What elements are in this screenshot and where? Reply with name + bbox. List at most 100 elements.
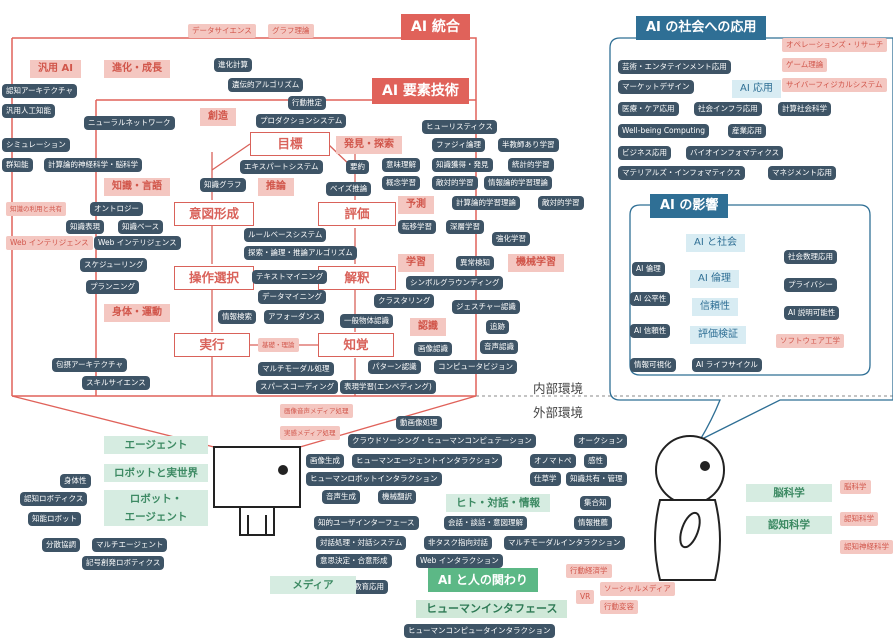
tag-transfer: 転移学習: [398, 220, 436, 234]
tag-fuzzy: ファジィ論理: [432, 138, 485, 152]
tag-hri: ヒューマンロボットインタラクション: [306, 472, 442, 486]
tag-k-acq: 知識獲得・発見: [432, 158, 493, 172]
tag-conv: 会話・談話・意図理解: [444, 516, 527, 530]
cps: サイバーフィジカルシステム: [782, 78, 887, 92]
tag-k-repr: 知識表現: [66, 220, 104, 234]
ai-app-box: AI 応用: [732, 80, 781, 98]
tag-auction: オークション: [574, 434, 627, 448]
tag-voice-gen: 音声生成: [322, 490, 360, 504]
social-tag-4: 計算社会科学: [778, 102, 831, 116]
discovery-head: 発見・探索: [336, 136, 402, 154]
tag-genetic: 遺伝的アルゴリズム: [228, 78, 304, 92]
tag-crowd: クラウドソーシング・ヒューマンコンピュテーション: [348, 434, 536, 448]
tag-multimodal: マルチモーダル処理: [258, 362, 334, 376]
social-tag-5: Well-being Computing: [618, 124, 710, 138]
tag-edu: 教育応用: [350, 580, 388, 594]
flow-execution: 実行: [174, 333, 250, 357]
web-intel-pink: Web インテリジェンス: [6, 236, 93, 250]
tag-anomaly: 異常検知: [456, 256, 494, 270]
social-tag-8: バイオインフォマティクス: [686, 146, 784, 160]
internal-env-label: 内部環境: [533, 381, 584, 396]
tag-dialog: 対話処理・対話システム: [316, 536, 407, 550]
prediction-head: 予測: [398, 196, 434, 214]
reliability-box: 信頼性: [692, 298, 738, 316]
behavior-change: 行動変容: [600, 600, 638, 614]
knowledge-use: 知識の利用と共有: [6, 202, 66, 216]
tag-datamine: データマイニング: [258, 290, 326, 304]
tag-web-intel2: Web インテリジェンス: [94, 236, 181, 250]
tag-planning: プランニング: [86, 280, 139, 294]
green-media: メディア: [270, 576, 356, 594]
tag-consensus: 意思決定・合意形成: [316, 554, 392, 568]
tag-symbol: シンボルグラウンディング: [406, 276, 504, 290]
brain-sci-small: 脳科学: [840, 480, 871, 494]
ai-impact-title: AI の影響: [650, 194, 729, 218]
green-agent: エージェント: [104, 436, 208, 454]
social-tag-3: 社会インフラ応用: [694, 102, 762, 116]
tag-crowd-know: 集合知: [580, 496, 611, 510]
flow-perception: 知覚: [318, 333, 394, 357]
tag-know-robot: 知能ロボット: [28, 512, 81, 526]
social-media: ソーシャルメディア: [600, 582, 675, 596]
evolution-head: 進化・成長: [104, 60, 170, 78]
tag-adv-learn: 敵対的学習: [432, 176, 478, 190]
external-env-label: 外部環境: [533, 405, 584, 420]
tag-cog-robot: 認知ロボティクス: [20, 492, 88, 506]
tag-package: 包摂アーキテクチャ: [52, 358, 127, 372]
tag-sigaku: 仕草学: [530, 472, 561, 486]
tag-image-recog: 画像認識: [414, 342, 452, 356]
ai-integration-title: AI 統合: [401, 14, 470, 40]
tag-hci: ヒューマンコンピュータインタラクション: [404, 624, 555, 638]
tag-search: 探索・論理・推論アルゴリズム: [244, 246, 357, 260]
social-tag-2: 医療・ケア応用: [618, 102, 679, 116]
tag-cloud-robot: 記号創発ロボティクス: [82, 556, 165, 570]
tag-agi: 汎用人工知能: [2, 104, 55, 118]
impact-privacy: プライバシー: [784, 278, 837, 292]
social-tag-0: 芸術・エンタテインメント応用: [618, 60, 731, 74]
tag-body: 身体性: [60, 474, 91, 488]
social-tag-6: 産業応用: [728, 124, 766, 138]
tag-stat-learn: 統計的学習: [508, 158, 554, 172]
impact-social-impl: 社会数理応用: [784, 250, 837, 264]
impact-explain: AI 説明可能性: [784, 306, 840, 320]
tag-sparse: スパースコーディング: [256, 380, 339, 394]
tag-affordance: アフォーダンス: [264, 310, 325, 324]
tag-nontask: 非タスク指向対話: [424, 536, 492, 550]
tag-semantic: 意味理解: [382, 158, 420, 172]
graph-theory: グラフ理論: [268, 24, 314, 38]
social-tag-9: マテリアルズ・インフォマティクス: [618, 166, 746, 180]
impact-safety: AI 信頼性: [630, 324, 671, 338]
robot-head: [213, 446, 301, 508]
reasoning-head: 推論: [258, 178, 294, 196]
tag-video: 動画像処理: [396, 416, 442, 430]
knowledge-lang-head: 知識・言語: [104, 178, 170, 196]
general-ai-head: 汎用 AI: [30, 60, 81, 78]
tag-evo-compute: 進化計算: [214, 58, 252, 72]
social-tag-7: ビジネス応用: [618, 146, 671, 160]
tag-multiagent: マルチエージェント: [92, 538, 168, 552]
tag-rl: 強化学習: [492, 232, 530, 246]
cog-neuro: 認知神経科学: [840, 540, 893, 554]
ai-ethics-box: AI 倫理: [690, 270, 739, 288]
behav-econ: 行動経済学: [566, 564, 612, 578]
robot-right-head: [655, 435, 725, 505]
tag-concept: 概念学習: [382, 176, 420, 190]
tag-hai: ヒューマンエージェントインタラクション: [352, 454, 503, 468]
tag-obj-recog: 一般物体認識: [340, 314, 393, 328]
ai-elements-title: AI 要素技術: [372, 78, 469, 104]
green-human-if: ヒューマンインタフェース: [416, 600, 568, 618]
green-cog-sci: 認知科学: [746, 516, 832, 534]
cog-sci-small: 認知科学: [840, 512, 878, 526]
tag-pattern: パターン認識: [368, 360, 421, 374]
green-brain-sci: 脳科学: [746, 484, 832, 502]
ai-human-title: AI と人の関わり: [428, 568, 538, 592]
ai-society-box: AI と社会: [686, 234, 745, 252]
social-tag-1: マーケットデザイン: [618, 80, 694, 94]
data-science: データサイエンス: [188, 24, 256, 38]
tag-semi-sup: 半教師あり学習: [498, 138, 559, 152]
tag-adv-learn2: 敵対的学習: [538, 196, 584, 210]
tag-cv: コンピュータビジョン: [434, 360, 517, 374]
impact-ethics: AI 倫理: [632, 262, 665, 276]
tag-kbase: 知識ベース: [118, 220, 164, 234]
social-tag-10: マネジメント応用: [768, 166, 836, 180]
